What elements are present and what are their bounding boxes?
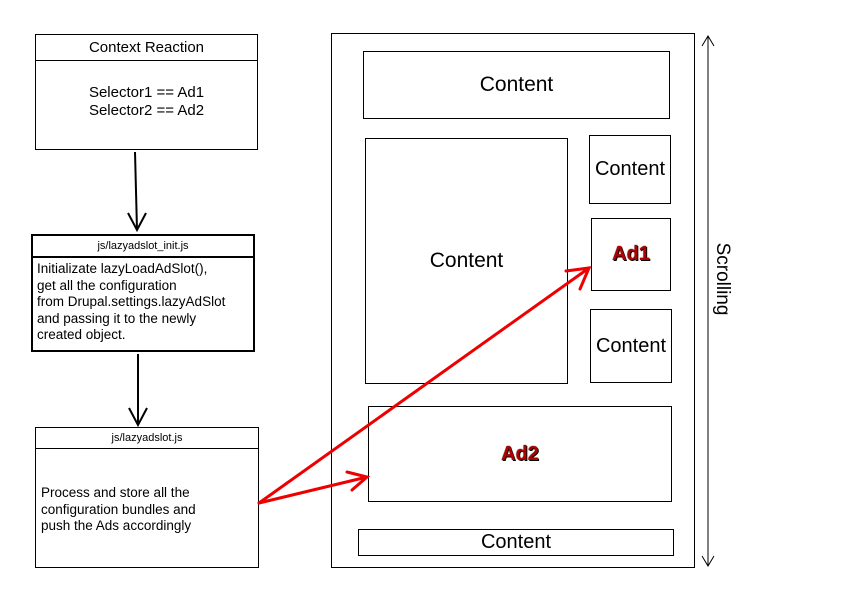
lazyadslot-js-description: Process and store all the configuration … <box>41 485 196 533</box>
content-side-block-2: Content <box>590 309 672 383</box>
arrow-context-to-init <box>127 151 147 233</box>
init-js-title: js/lazyadslot_init.js <box>33 236 253 258</box>
ad1-slot: Ad1 <box>591 218 671 291</box>
red-arrow-to-ad1 <box>257 266 592 505</box>
selector-line-1: Selector1 == Ad1 <box>88 84 205 101</box>
context-reaction-box: Context Reaction Selector1 == Ad1 Select… <box>35 34 258 150</box>
context-reaction-title: Context Reaction <box>36 35 257 61</box>
content-main-block: Content <box>365 138 568 384</box>
scrolling-double-arrow <box>701 35 715 567</box>
lazyadslot-js-box: js/lazyadslot.js Process and store all t… <box>35 427 259 568</box>
content-side-block-1: Content <box>589 135 671 204</box>
content-top-block: Content <box>363 51 670 119</box>
selector-line-2: Selector2 == Ad2 <box>88 102 205 119</box>
content-bottom-block: Content <box>358 529 674 556</box>
init-js-box: js/lazyadslot_init.js Initializate lazyL… <box>31 234 255 352</box>
lazyadslot-js-title: js/lazyadslot.js <box>36 428 258 449</box>
arrow-init-to-lazyadslot <box>128 354 148 428</box>
red-arrow-to-ad2 <box>257 470 371 505</box>
init-js-description: Initializate lazyLoadAdSlot(), get all t… <box>37 261 226 342</box>
ad2-slot: Ad2 <box>368 406 672 502</box>
